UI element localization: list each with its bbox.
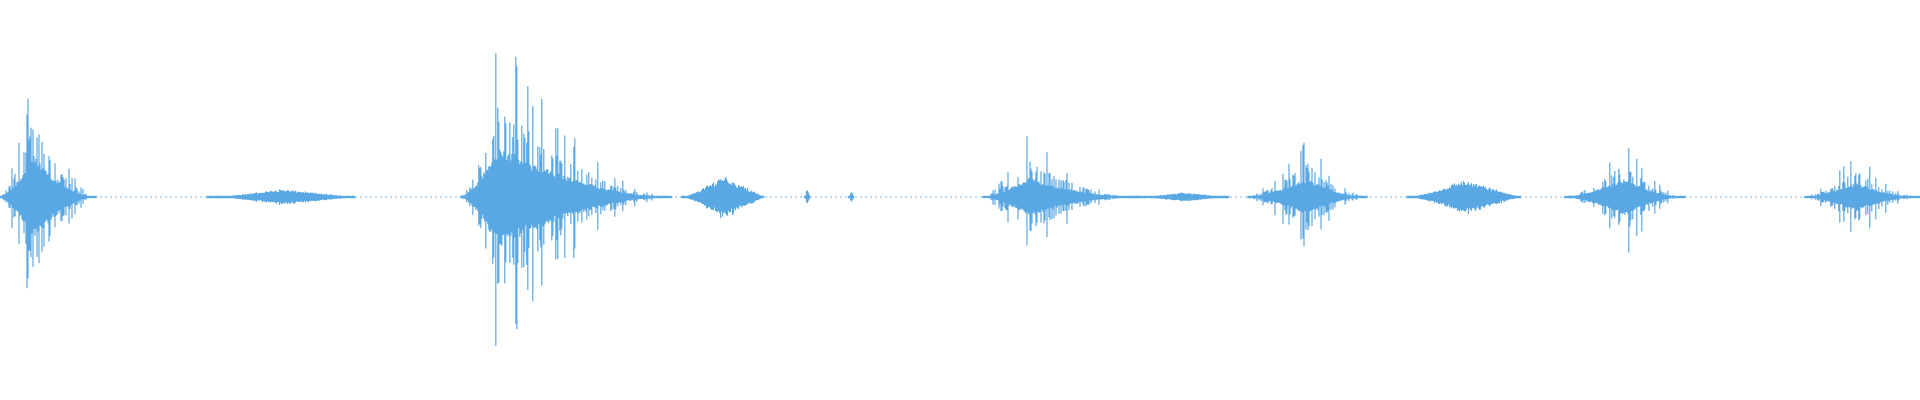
waveform-segment-burst-1 bbox=[0, 98, 97, 289]
waveform-segment-hum-1 bbox=[206, 189, 355, 205]
waveform-segment-burst-6 bbox=[1804, 161, 1920, 232]
waveform-segment-burst-3 bbox=[982, 136, 1137, 246]
waveform-segment-hum-3 bbox=[1136, 192, 1230, 202]
waveform-segment-burst-2 bbox=[460, 53, 673, 346]
waveform-segment-burst-5 bbox=[1564, 148, 1686, 253]
waveform-segment-hum-2 bbox=[681, 177, 765, 219]
waveform-segment-click-1 bbox=[803, 190, 811, 204]
waveform-segment-hum-4 bbox=[1406, 181, 1521, 215]
waveform-segment-burst-4 bbox=[1247, 142, 1368, 247]
waveform-segment-click-2 bbox=[848, 192, 855, 202]
waveform-samples bbox=[0, 53, 1920, 346]
